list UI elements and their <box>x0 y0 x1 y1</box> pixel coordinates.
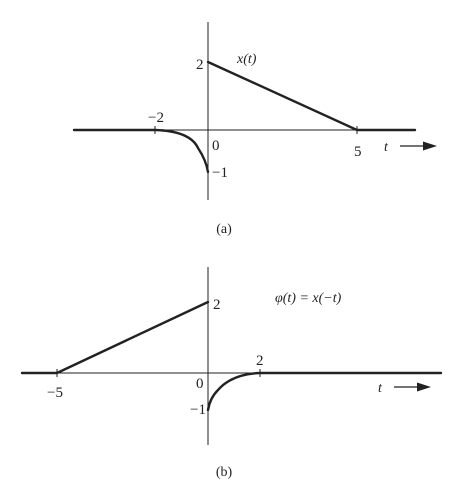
panel-b-signal-phi <box>20 300 443 412</box>
panel-a-ramp-segment <box>206 60 359 132</box>
panel-b: φ(t) = x(−t) −5 0 2 2 −1 t (b) <box>20 267 443 480</box>
panel-a-caption: (a) <box>216 222 232 237</box>
panel-b-signal-label: φ(t) = x(−t) <box>275 291 342 306</box>
panel-b-tick-label-y-neg-one: −1 <box>190 402 206 418</box>
panel-a-tick-label-five: 5 <box>354 144 362 160</box>
panel-b-curve-segment <box>206 371 262 412</box>
panel-b-tick-label-y-two: 2 <box>213 297 221 313</box>
panel-b-caption: (b) <box>216 465 233 480</box>
panel-b-tick-label-neg-five: −5 <box>47 385 63 401</box>
panel-b-ramp-segment <box>55 300 210 375</box>
panel-a-t-arrow-head <box>423 141 437 151</box>
panel-a-signal-label: x(t) <box>236 52 257 67</box>
panel-a-curve-segment <box>153 128 210 174</box>
panel-b-t-label: t <box>378 381 383 396</box>
panel-a-tick-label-y-two: 2 <box>196 57 204 73</box>
panel-b-tick-label-two: 2 <box>256 353 264 369</box>
panel-a: x(t) −2 0 5 2 −1 t (a) <box>72 22 437 237</box>
panel-a-t-label: t <box>384 140 389 155</box>
panel-a-tick-label-neg-two: −2 <box>148 110 164 126</box>
panel-b-origin-label: 0 <box>196 376 204 392</box>
panel-b-t-arrow-head <box>417 382 431 392</box>
panel-a-origin-label: 0 <box>212 138 220 154</box>
panel-a-signal-x <box>72 60 417 174</box>
panel-a-tick-label-y-neg-one: −1 <box>212 165 228 181</box>
